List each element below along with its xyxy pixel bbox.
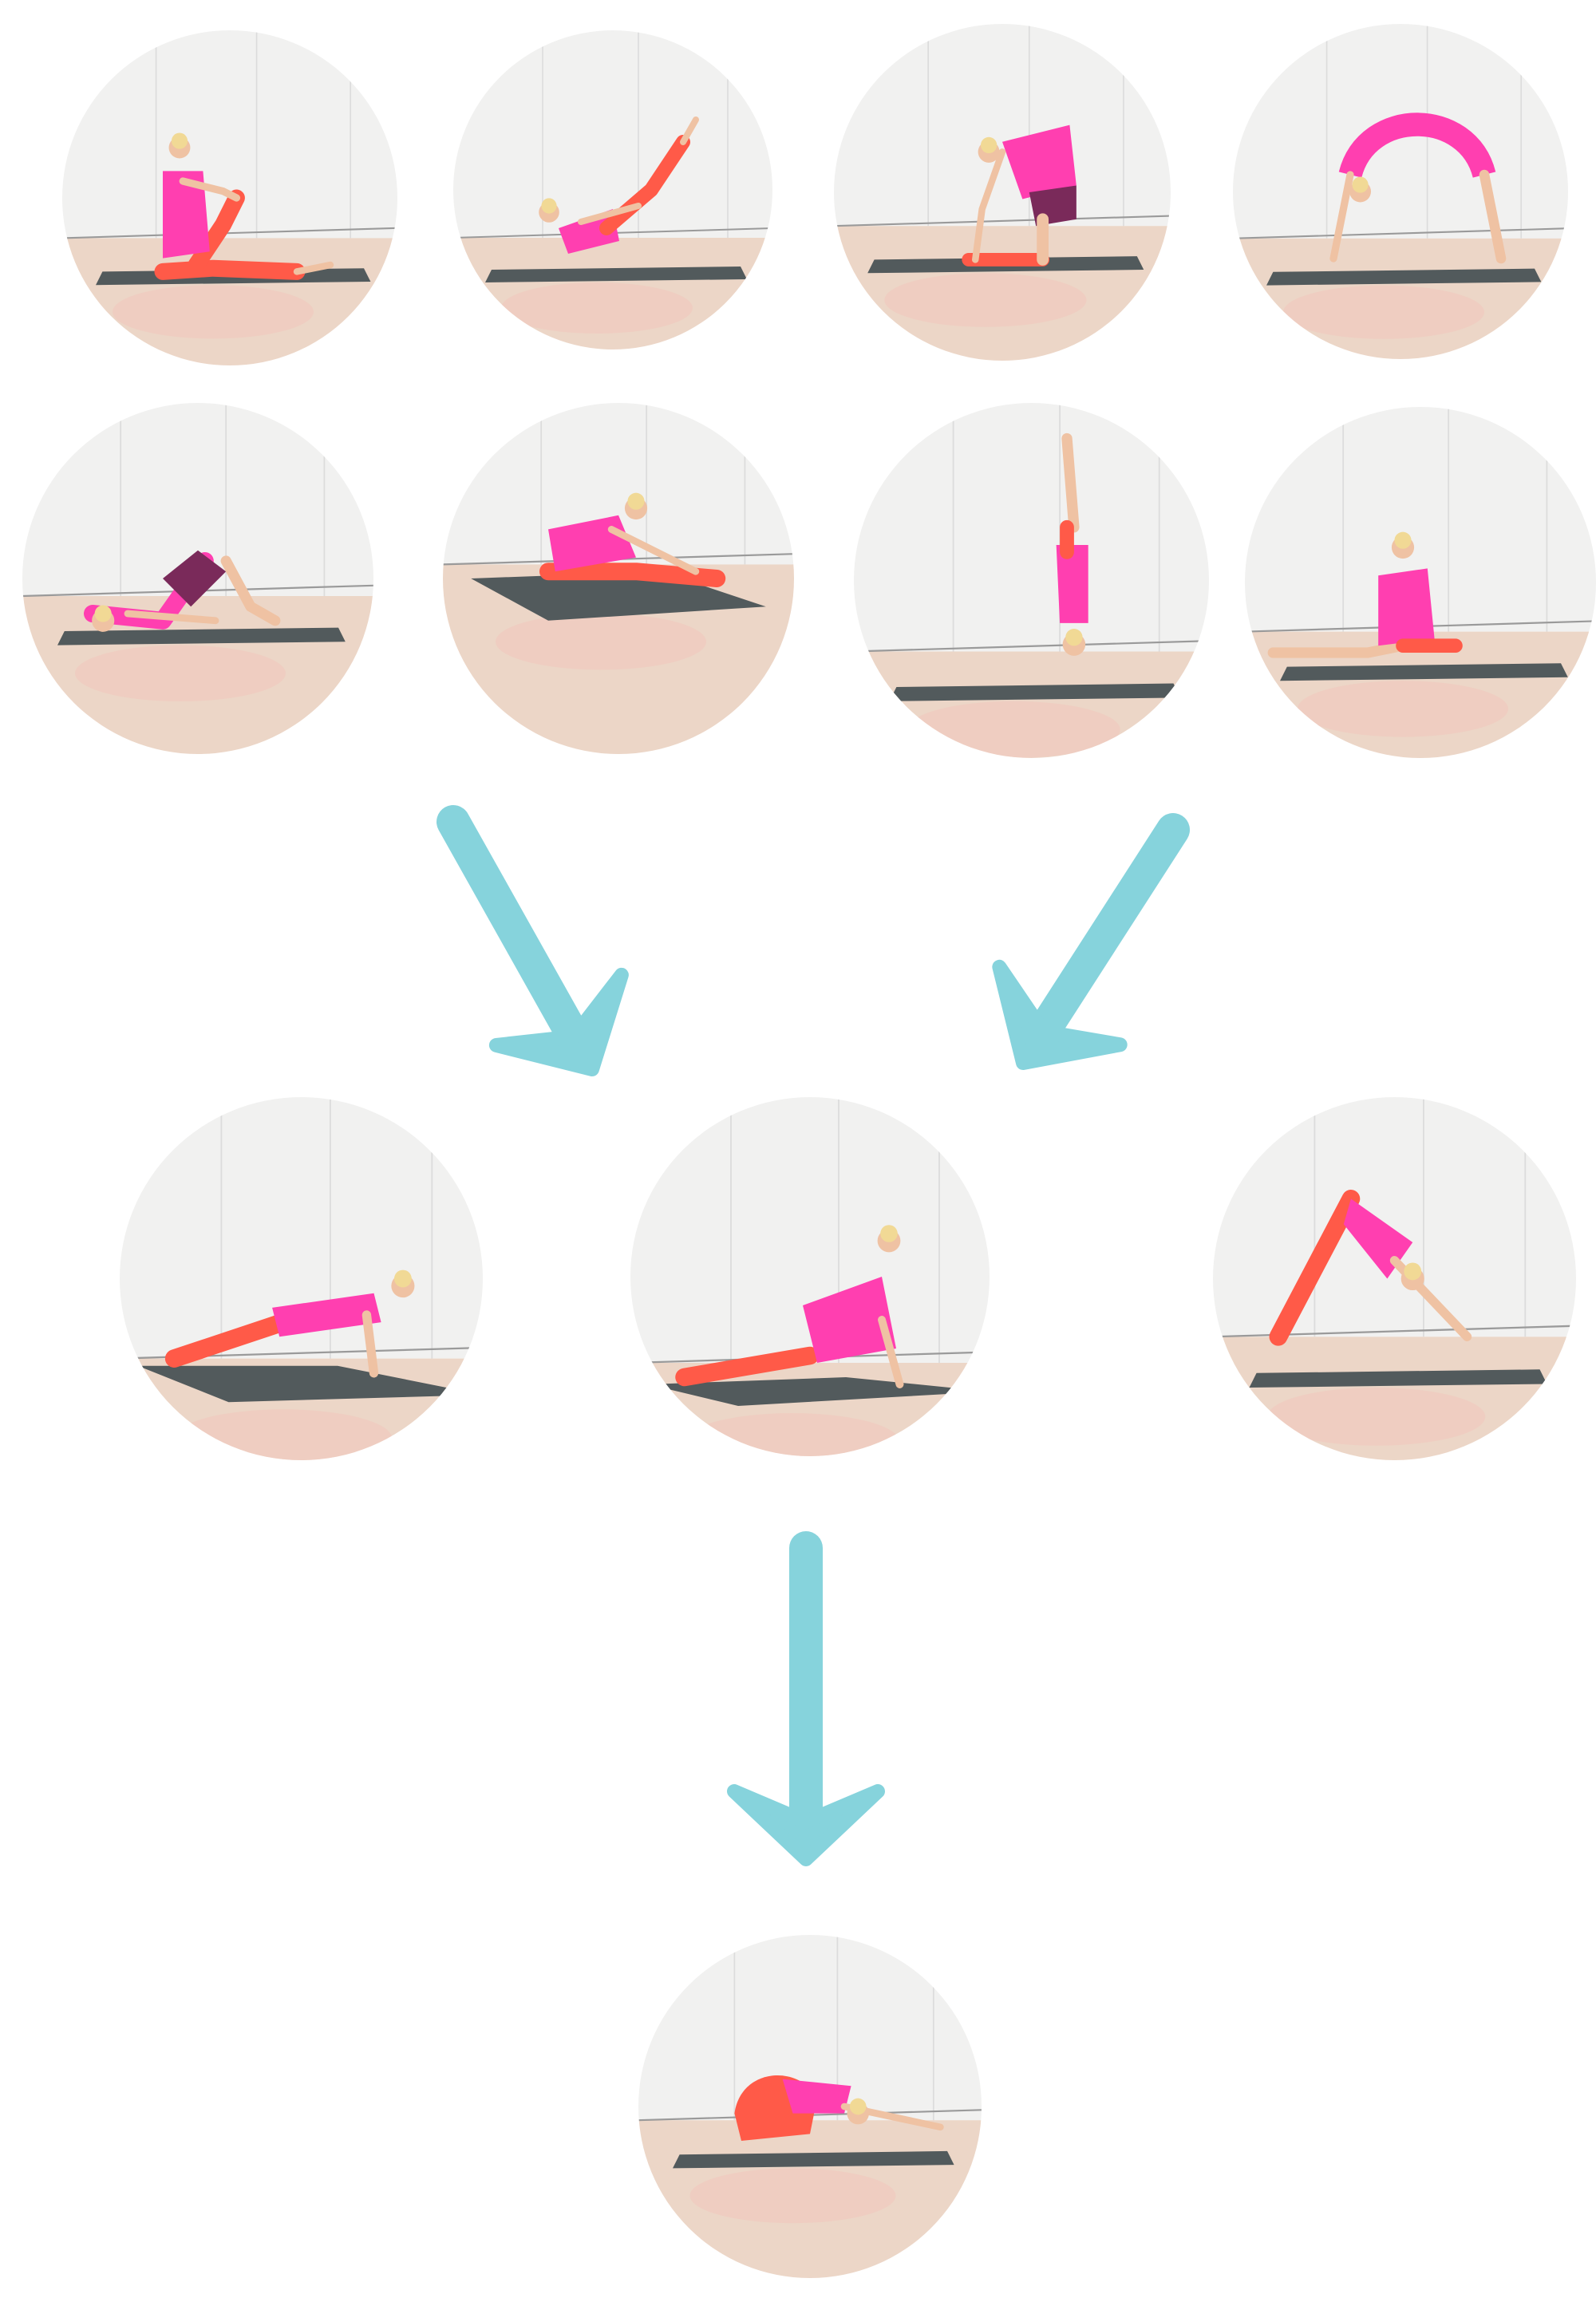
arrow-right-down [999,830,1173,1063]
pose-circle-camel [834,24,1171,361]
pose-circle-pigeon [1245,407,1596,758]
pose-circle-boat [453,30,772,349]
pose-circle-wheel [1233,24,1568,359]
pose-circle-headstand [854,403,1209,758]
arrow-down [734,1548,878,1859]
arrow-left-down [453,822,622,1069]
pose-circle-forward-bend [443,403,794,754]
pose-circle-bridge [22,403,373,754]
pose-circle-upward-dog [630,1097,990,1456]
pose-circle-seated-twist [62,30,397,365]
pose-circle-childs-pose [638,1935,982,2278]
pose-circle-downward-dog [1213,1097,1576,1460]
pose-circle-plank [120,1097,483,1460]
